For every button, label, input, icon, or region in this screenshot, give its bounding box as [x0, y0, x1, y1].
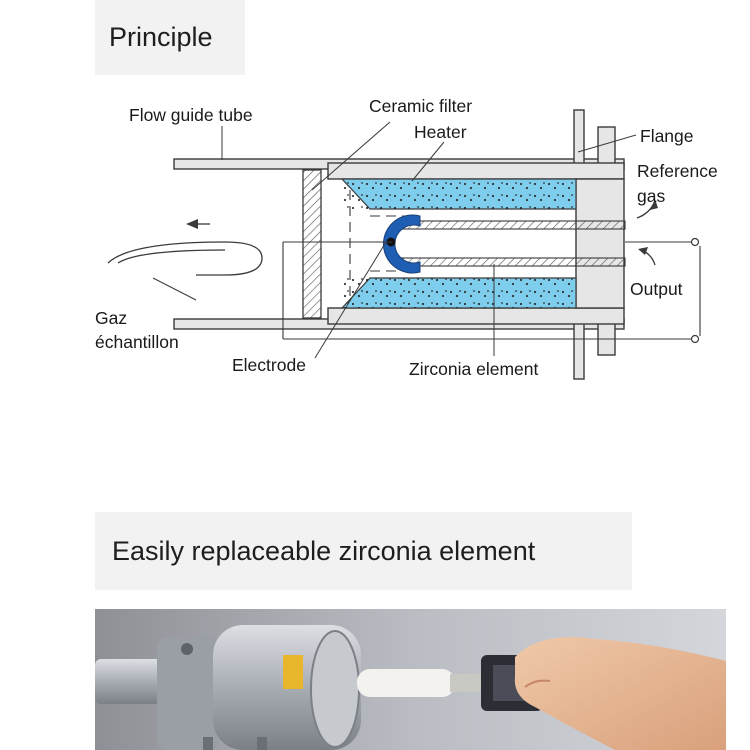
label-output: Output: [630, 279, 683, 299]
label-echantillon: échantillon: [95, 332, 179, 352]
label-flow-guide-tube: Flow guide tube: [129, 105, 253, 125]
label-gas: gas: [637, 186, 665, 206]
zirconia-element: [382, 214, 626, 274]
label-zirconia-element: Zirconia element: [409, 359, 538, 379]
replaceable-title: Easily replaceable zirconia element: [112, 536, 536, 566]
sample-gas-flow-arrow: [107, 223, 263, 276]
replaceable-heading-box: Easily replaceable zirconia element: [95, 512, 632, 590]
principle-heading-box: Principle: [95, 0, 245, 75]
label-flange: Flange: [640, 126, 694, 146]
zirconia-sensor-photo: [95, 609, 726, 750]
principle-title: Principle: [109, 22, 213, 52]
ceramic-filter: [302, 169, 322, 319]
label-gaz: Gaz: [95, 308, 127, 328]
label-heater: Heater: [414, 122, 467, 142]
principle-diagram: Flow guide tube Ceramic filter Heater Fl…: [95, 96, 718, 380]
label-electrode: Electrode: [232, 355, 306, 375]
label-ceramic-filter: Ceramic filter: [369, 96, 472, 116]
heater-blocks: [340, 178, 577, 309]
label-reference: Reference: [637, 161, 718, 181]
